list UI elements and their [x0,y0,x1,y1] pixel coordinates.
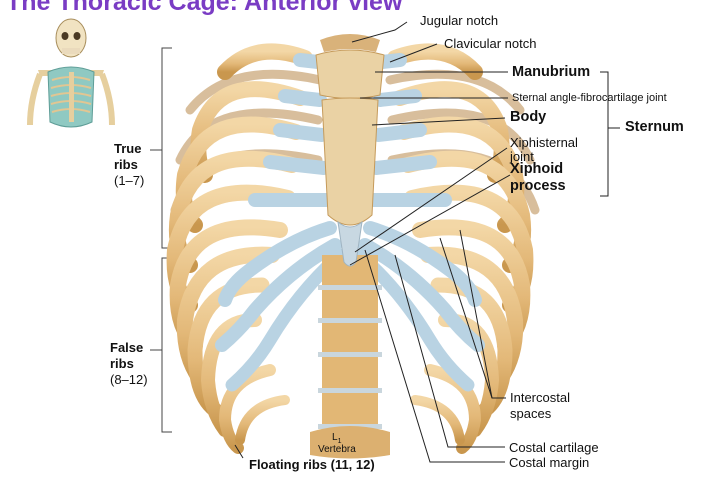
label-false-ribs-line3: (8–12) [110,372,148,387]
label-true-ribs-line3: (1–7) [114,173,145,188]
rib-group-brackets [150,47,172,433]
page-title: The Thoracic Cage: Anterior view [6,0,403,16]
label-jugular-notch: Jugular notch [420,13,499,28]
label-floating-ribs: Floating ribs (11, 12) [249,457,375,472]
label-sternal-angle: Sternal angle-fibrocartilage joint [512,92,667,104]
leader-lines [234,21,620,463]
costal-cartilages [215,53,485,392]
label-l1-subscript: 1 [337,438,342,445]
label-true-ribs-line1: True [114,141,142,156]
label-costal-cartilage: Costal cartilage [509,440,599,455]
label-xiphisternal-line1: Xiphisternal [510,135,578,150]
label-false-ribs-line2: ribs [110,356,134,371]
label-clavicular-notch: Clavicular notch [444,36,537,51]
label-l1: L1 [332,430,341,449]
label-body: Body [510,109,547,125]
label-costal-margin: Costal margin [509,455,590,470]
label-false-ribs-line1: False [110,340,144,355]
label-sternum: Sternum [625,119,684,135]
label-true-ribs-line2: ribs [114,157,138,172]
label-vertebra: Vertebra [318,444,356,455]
label-intercostal-line2: spaces [510,406,552,421]
skeleton-thumbnail [27,18,115,128]
label-intercostal-line1: Intercostal [510,390,570,405]
label-xiphisternal-line2: joint [510,149,534,164]
label-xiphoid-line1: Xiphoid [510,161,564,177]
vertebral-column [310,255,390,459]
label-manubrium: Manubrium [512,64,591,80]
sternum-bone [315,34,385,267]
label-l1-letter: L [332,432,338,443]
label-xiphoid-line2: process [510,178,566,194]
